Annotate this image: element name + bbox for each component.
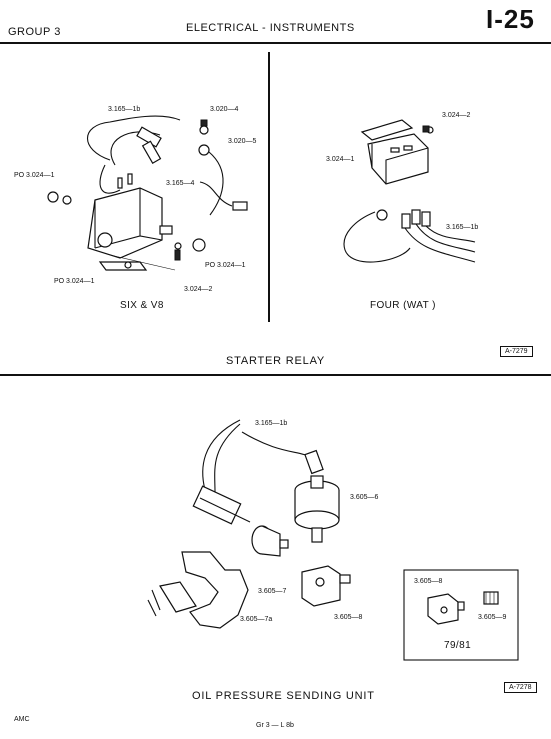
page-title: ELECTRICAL - INSTRUMENTS <box>186 22 355 34</box>
callout: 3.020—4 <box>210 106 239 113</box>
callout: 3.605—7a <box>240 616 273 623</box>
callout: 3.605—6 <box>350 494 379 501</box>
callout: 3.165—1b <box>255 420 288 427</box>
column-divider <box>268 52 270 322</box>
oil-pressure-inset-illustration <box>403 569 519 661</box>
callout: 3.165—1b <box>108 106 141 113</box>
callout: 3.605—7 <box>258 588 287 595</box>
callout: 3.165—1b <box>446 224 479 231</box>
oil-pressure-illustration <box>147 419 351 629</box>
header-rule <box>0 42 551 44</box>
inset-caption: 79/81 <box>444 640 472 651</box>
callout: 3.024—2 <box>442 112 471 119</box>
footer-brand: AMC <box>14 716 30 723</box>
callout: 3.020—5 <box>228 138 257 145</box>
group-label: GROUP 3 <box>8 26 61 38</box>
callout: 3.605—8 <box>334 614 363 621</box>
callout: PO 3.024—1 <box>14 172 55 179</box>
figure-reference: A-7279 <box>500 346 533 357</box>
section-title: STARTER RELAY <box>226 355 326 367</box>
section-title: OIL PRESSURE SENDING UNIT <box>192 690 375 702</box>
callout: 3.024—2 <box>184 286 213 293</box>
starter-relay-four-illustration <box>343 119 476 263</box>
callout: PO 3.024—1 <box>54 278 95 285</box>
starter-relay-six-v8-illustration <box>47 115 248 271</box>
callout: 3.165—4 <box>166 180 195 187</box>
footer-code: Gr 3 — L 8b <box>256 722 294 729</box>
illustration-caption: SIX & V8 <box>120 300 164 311</box>
illustration-caption: FOUR (WAT ) <box>370 300 436 311</box>
section-divider <box>0 374 551 376</box>
callout: 3.605—8 <box>414 578 443 585</box>
callout: 3.605—9 <box>478 614 507 621</box>
callout: PO 3.024—1 <box>205 262 246 269</box>
callout: 3.024—1 <box>326 156 355 163</box>
figure-reference: A-7278 <box>504 682 537 693</box>
page-number: I-25 <box>486 4 535 34</box>
